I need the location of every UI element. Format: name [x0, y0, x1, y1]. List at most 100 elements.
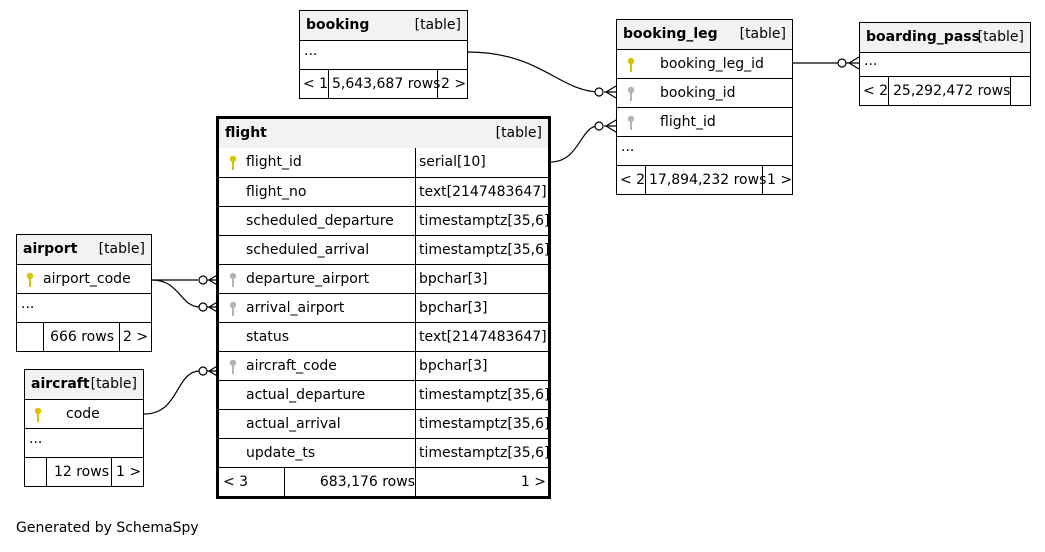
footer-row-count: 683,176 rows	[319, 474, 415, 490]
column-row[interactable]: scheduled_arrival timestamptz[35,6]	[219, 235, 550, 264]
footer-left-link[interactable]: < 2	[863, 83, 889, 99]
column-type: timestamptz[35,6]	[419, 416, 550, 432]
ellipsis-row: ...	[617, 136, 792, 165]
table-footer: < 2 25,292,472 rows	[860, 76, 1030, 105]
column-name: actual_departure	[246, 387, 366, 403]
column-type: bpchar[3]	[419, 271, 488, 287]
table-name: airport	[23, 241, 78, 257]
table-booking[interactable]: booking [table] ... < 1 5,643,687 rows 2…	[299, 10, 468, 99]
footer-left-link[interactable]: < 2	[620, 172, 646, 188]
table-boarding-pass[interactable]: boarding_pass [table] ... < 2 25,292,472…	[859, 22, 1031, 106]
column-row[interactable]: booking_leg_id	[617, 49, 792, 78]
table-footer: < 2 17,894,232 rows 1 >	[617, 165, 792, 194]
table-name: flight	[225, 125, 267, 141]
column-type: timestamptz[35,6]	[419, 387, 550, 403]
column-type: timestamptz[35,6]	[419, 445, 550, 461]
column-row[interactable]: scheduled_departure timestamptz[35,6]	[219, 206, 550, 235]
table-aircraft[interactable]: aircraft [table] code ... 12 rows 1 >	[24, 369, 144, 487]
column-name: code	[66, 406, 100, 422]
table-name: booking_leg	[623, 26, 718, 42]
footer-left-link[interactable]: < 3	[223, 474, 249, 490]
column-type: text[2147483647]	[419, 184, 547, 200]
column-type: timestamptz[35,6]	[419, 242, 550, 258]
footer-row-count: 666 rows	[50, 329, 114, 345]
table-type: [table]	[90, 376, 137, 392]
column-name: flight_id	[246, 154, 302, 170]
footer-row-count: 5,643,687 rows	[332, 76, 441, 92]
column-row[interactable]: departure_airport bpchar[3]	[219, 264, 548, 293]
column-name: status	[246, 329, 290, 345]
table-type: [table]	[739, 26, 786, 42]
ellipsis-row: ...	[17, 293, 151, 322]
footer-left-link[interactable]: < 1	[303, 76, 329, 92]
footer-right-link[interactable]: 2 >	[441, 76, 467, 92]
column-type: text[2147483647]	[419, 329, 547, 345]
column-row[interactable]: flight_no text[2147483647]	[219, 177, 548, 206]
link-airport-arrival	[151, 279, 201, 308]
foreign-key-icon	[229, 272, 237, 287]
table-header: aircraft [table]	[25, 370, 143, 399]
ellipsis-text: ...	[304, 43, 318, 59]
column-type: timestamptz[35,6]	[419, 213, 550, 229]
primary-key-icon	[26, 272, 34, 287]
column-type: serial[10]	[419, 154, 486, 170]
column-name: aircraft_code	[246, 358, 337, 374]
column-row[interactable]: status text[2147483647]	[219, 322, 548, 351]
ellipsis-text: ...	[29, 431, 43, 447]
table-footer: < 3 683,176 rows 1 >	[219, 467, 548, 496]
column-row[interactable]: flight_id serial[10]	[219, 148, 548, 177]
table-type: [table]	[414, 17, 461, 33]
ellipsis-row: ...	[300, 40, 467, 69]
table-footer: < 1 5,643,687 rows 2 >	[300, 69, 467, 98]
table-name: aircraft	[31, 376, 90, 392]
column-name: flight_id	[660, 114, 716, 130]
generated-by-label: Generated by SchemaSpy	[16, 520, 199, 536]
column-row[interactable]: code	[25, 399, 143, 428]
table-type: [table]	[977, 29, 1024, 45]
column-row[interactable]: actual_departure timestamptz[35,6]	[219, 380, 550, 409]
column-name: departure_airport	[246, 271, 370, 287]
column-row[interactable]: airport_code	[17, 264, 151, 293]
ellipsis-row: ...	[860, 52, 1030, 76]
footer-row-count: 25,292,472 rows	[893, 83, 1011, 99]
table-type: [table]	[495, 125, 542, 141]
table-name: booking	[306, 17, 370, 33]
column-name: booking_id	[660, 85, 736, 101]
footer-row-count: 12 rows	[53, 464, 109, 480]
footer-right-link[interactable]: 1 >	[116, 464, 142, 480]
table-header: airport [table]	[17, 235, 151, 264]
column-type: bpchar[3]	[419, 300, 488, 316]
footer-right-link[interactable]: 1 >	[767, 172, 793, 188]
column-row[interactable]: flight_id	[617, 107, 792, 136]
foreign-key-icon	[627, 115, 635, 130]
column-name: update_ts	[246, 445, 316, 461]
footer-row-count: 17,894,232 rows	[649, 172, 767, 188]
table-airport[interactable]: airport [table] airport_code ... 666 row…	[16, 234, 152, 352]
column-name: scheduled_departure	[246, 213, 394, 229]
primary-key-icon	[229, 155, 237, 170]
footer-right-link[interactable]: 2 >	[123, 329, 149, 345]
table-header: flight [table]	[219, 119, 548, 148]
ellipsis-text: ...	[864, 53, 878, 69]
table-header: boarding_pass [table]	[860, 23, 1030, 52]
foreign-key-icon	[627, 86, 635, 101]
table-booking-leg[interactable]: booking_leg [table] booking_leg_id booki…	[616, 19, 793, 195]
column-name: booking_leg_id	[660, 56, 764, 72]
column-name: flight_no	[246, 184, 307, 200]
link-flight-booking-leg	[549, 125, 599, 163]
primary-key-icon	[627, 57, 635, 72]
table-header: booking_leg [table]	[617, 20, 792, 49]
column-row[interactable]: update_ts timestamptz[35,6]	[219, 438, 550, 467]
column-name: scheduled_arrival	[246, 242, 370, 258]
footer-right-link[interactable]: 1 >	[520, 474, 546, 490]
foreign-key-icon	[229, 301, 237, 316]
column-name: airport_code	[43, 271, 131, 287]
link-aircraft-flight	[143, 370, 201, 415]
column-row[interactable]: booking_id	[617, 78, 792, 107]
